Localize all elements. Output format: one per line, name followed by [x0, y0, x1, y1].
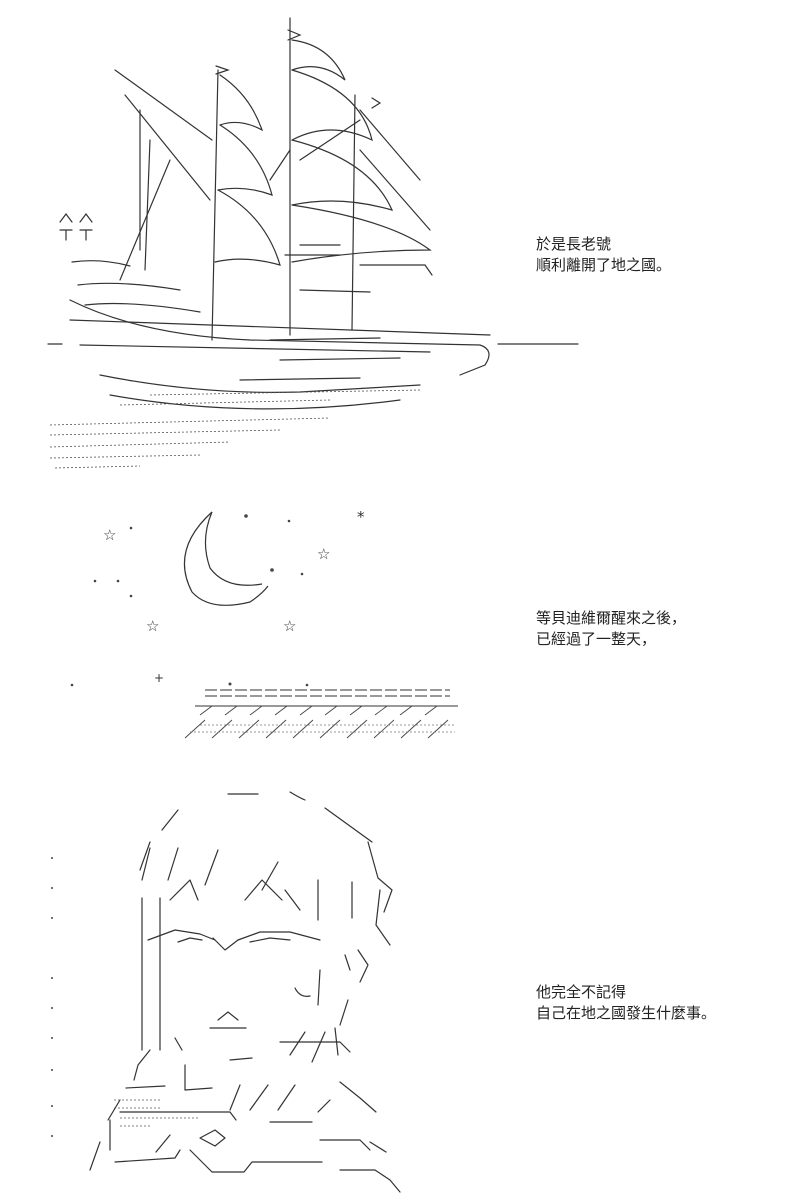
star-icon: ☆ ☆ ☆ ☆ *	[103, 508, 365, 635]
svg-text:☆: ☆	[283, 617, 296, 635]
caption-line: 自己在地之國發生什麼事。	[536, 1004, 717, 1022]
caption-line: 於是長老號	[536, 235, 612, 253]
svg-text:☆: ☆	[103, 526, 116, 544]
crescent-moon-icon	[183, 511, 269, 606]
sea-waves	[184, 705, 449, 739]
panel-boy: 他完全不記得 自己在地之國發生什麼事。	[0, 770, 800, 1200]
svg-text:☆: ☆	[146, 617, 159, 635]
night-sky-illustration: ☆ ☆ ☆ ☆ * +	[70, 508, 458, 739]
boy-caption: 他完全不記得 自己在地之國發生什麼事。	[536, 982, 716, 1024]
caption-line: 等貝迪維爾醒來之後，	[536, 609, 687, 627]
ship-caption: 於是長老號 順利離開了地之國。	[536, 234, 671, 276]
caption-line: 他完全不記得	[536, 983, 627, 1001]
small-star-dots	[70, 514, 309, 687]
boy-face-icon	[51, 791, 401, 1193]
svg-text:+: +	[154, 671, 164, 685]
sailing-ship-icon	[47, 17, 579, 469]
panel-ship: 於是長老號 順利離開了地之國。	[0, 0, 800, 480]
svg-text:*: *	[357, 508, 365, 526]
night-caption: 等貝迪維爾醒來之後， 已經過了一整天，	[536, 608, 686, 650]
panel-night: ☆ ☆ ☆ ☆ * +	[0, 480, 800, 770]
svg-text:☆: ☆	[317, 545, 330, 563]
caption-line: 已經過了一整天，	[536, 630, 657, 648]
caption-line: 順利離開了地之國。	[536, 256, 672, 274]
